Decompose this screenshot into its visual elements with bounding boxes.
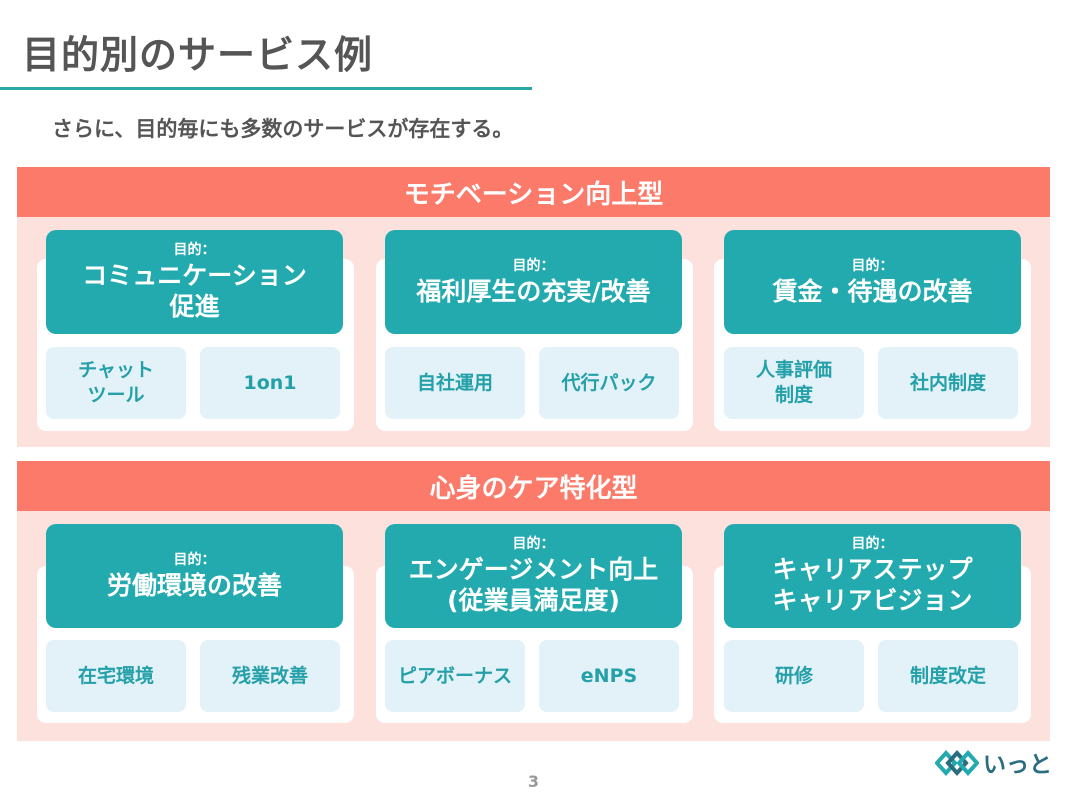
- service-item: 制度改定: [878, 640, 1018, 712]
- company-logo: いっと: [934, 750, 1052, 780]
- goal-box: 目的： コミュニケーション 促進: [46, 230, 343, 334]
- service-item: 在宅環境: [46, 640, 186, 712]
- itto-logo-icon: [934, 750, 980, 780]
- goal-text: エンゲージメント向上 (従業員満足度): [408, 555, 659, 615]
- service-item: 残業改善: [200, 640, 340, 712]
- goal-label: 目的：: [173, 242, 216, 258]
- goal-label: 目的：: [851, 536, 894, 552]
- goal-text: キャリアステップ キャリアビジョン: [772, 555, 973, 615]
- service-item: チャット ツール: [46, 347, 186, 419]
- section-wellbeing: 心身のケア特化型 目的： 労働環境の改善 在宅環境 残業改善 目的： エンゲージ…: [17, 461, 1050, 741]
- goal-text: 賃金・待遇の改善: [772, 276, 973, 306]
- goal-box: 目的： キャリアステップ キャリアビジョン: [724, 524, 1021, 628]
- section-header: モチベーション向上型: [17, 167, 1050, 217]
- goal-text: 労働環境の改善: [106, 570, 282, 600]
- service-item: ピアボーナス: [385, 640, 525, 712]
- goal-box: 目的： 福利厚生の充実/改善: [385, 230, 682, 334]
- goal-label: 目的：: [173, 551, 216, 568]
- goal-box: 目的： 賃金・待遇の改善: [724, 230, 1021, 334]
- goal-label: 目的：: [851, 257, 894, 274]
- service-item: 代行パック: [539, 347, 679, 419]
- section-header: 心身のケア特化型: [17, 461, 1050, 511]
- page-title: 目的別のサービス例: [22, 33, 374, 77]
- goal-text: 福利厚生の充実/改善: [416, 276, 651, 306]
- goal-label: 目的：: [512, 257, 555, 274]
- page-number: 3: [527, 772, 540, 791]
- service-item: 自社運用: [385, 347, 525, 419]
- title-underline: [0, 87, 532, 90]
- service-item: 1on1: [200, 347, 340, 419]
- goal-text: コミュニケーション 促進: [82, 261, 307, 321]
- page-subtitle: さらに、目的毎にも多数のサービスが存在する。: [52, 117, 514, 141]
- service-item: 研修: [724, 640, 864, 712]
- service-item: 社内制度: [878, 347, 1018, 419]
- goal-label: 目的：: [512, 536, 555, 552]
- goal-box: 目的： エンゲージメント向上 (従業員満足度): [385, 524, 682, 628]
- service-item: eNPS: [539, 640, 679, 712]
- goal-box: 目的： 労働環境の改善: [46, 524, 343, 628]
- section-motivation: モチベーション向上型 目的： コミュニケーション 促進 チャット ツール 1on…: [17, 167, 1050, 447]
- service-item: 人事評価 制度: [724, 347, 864, 419]
- logo-text: いっと: [983, 752, 1052, 778]
